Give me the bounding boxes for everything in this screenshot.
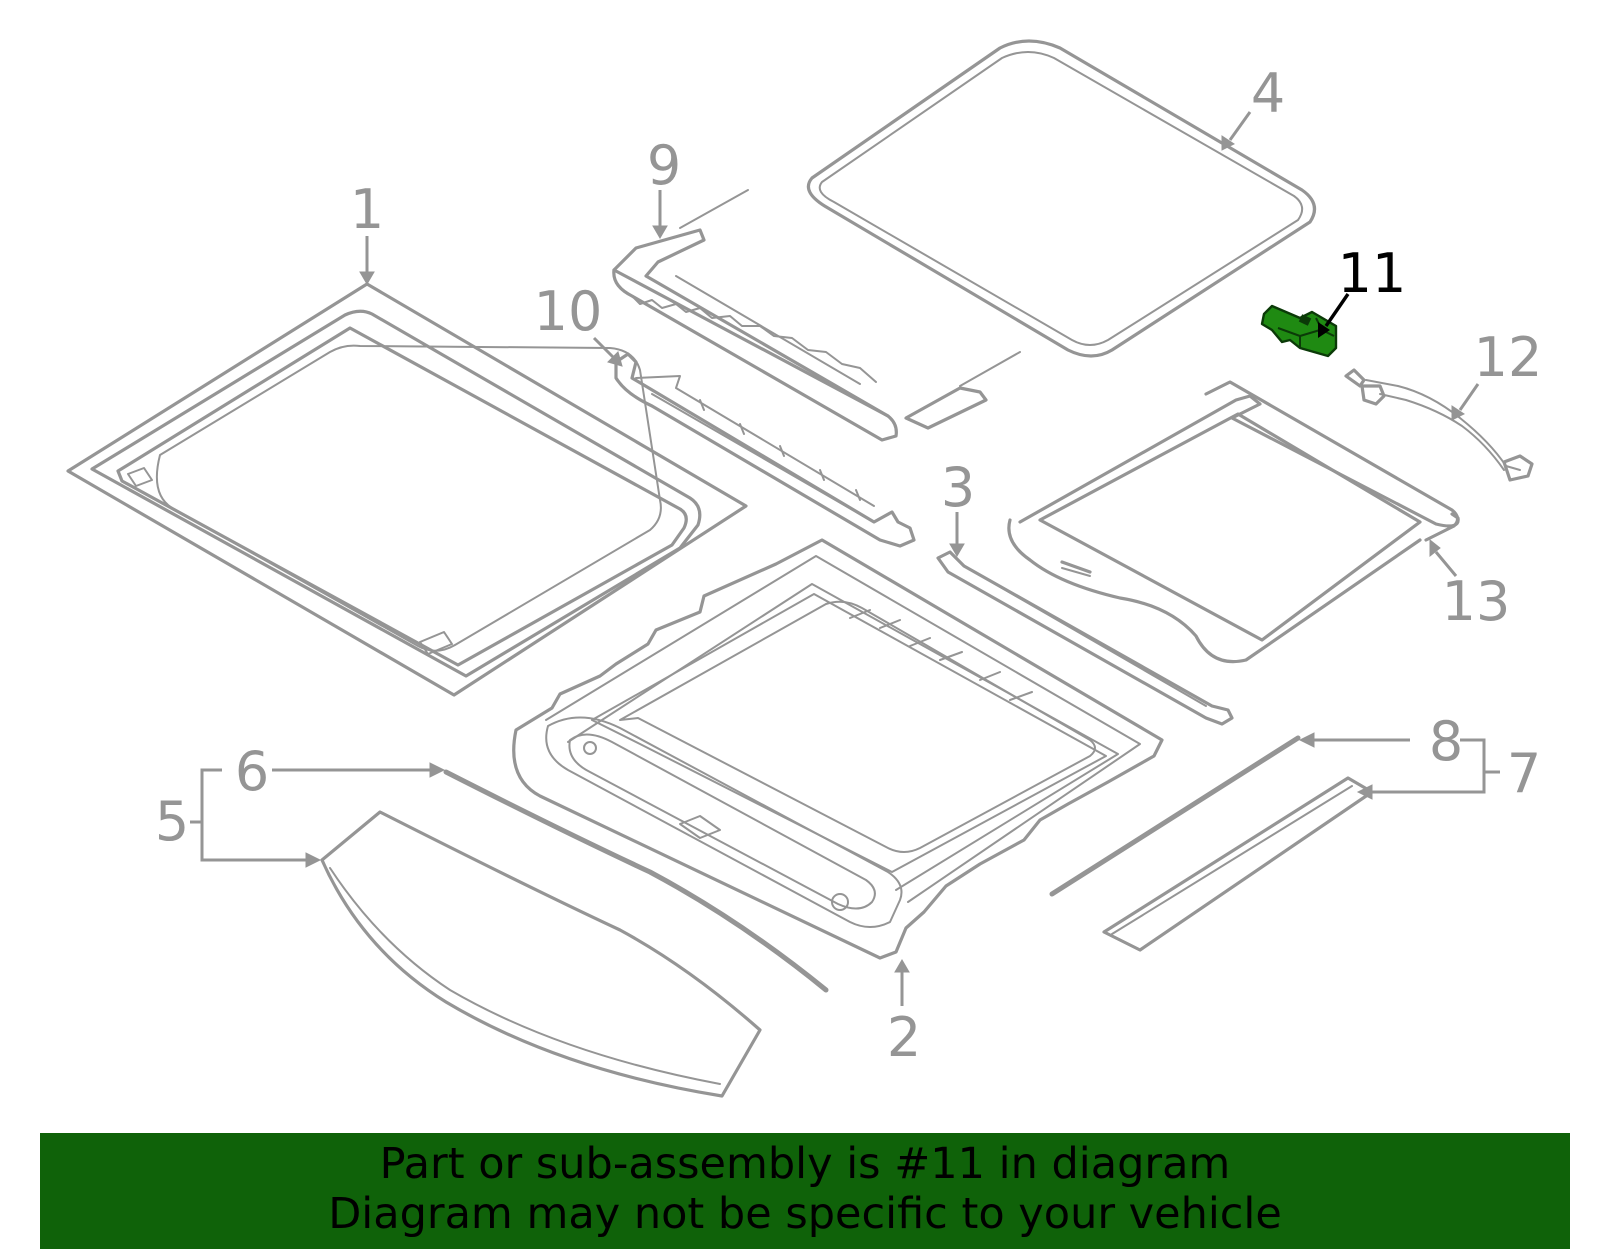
part-8-strip xyxy=(1049,735,1301,897)
part-7-trim xyxy=(1102,776,1374,952)
banner-line-1: Part or sub-assembly is #11 in diagram xyxy=(379,1139,1231,1189)
callout-10: 10 xyxy=(534,280,603,343)
part-3-strip xyxy=(936,550,1234,726)
callout-1: 1 xyxy=(350,178,384,241)
callout-6: 6 xyxy=(235,740,269,803)
leader-lines xyxy=(190,111,1500,1006)
callout-12: 12 xyxy=(1474,326,1543,389)
callout-2: 2 xyxy=(887,1006,921,1069)
callout-8: 8 xyxy=(1429,710,1463,773)
part-1-glass-panel xyxy=(66,282,748,697)
banner-line-2: Diagram may not be specific to your vehi… xyxy=(328,1189,1282,1239)
callout-5: 5 xyxy=(155,790,189,853)
part-10-rail xyxy=(614,352,916,548)
callout-13: 13 xyxy=(1442,570,1511,633)
part-6-strip xyxy=(443,769,829,993)
part-2-frame xyxy=(512,538,1164,960)
callout-9: 9 xyxy=(647,134,681,197)
callout-4: 4 xyxy=(1251,62,1285,125)
parts-diagram: 1 2 3 4 5 6 7 8 9 10 11 12 13 xyxy=(66,39,1543,1098)
callout-3: 3 xyxy=(941,456,975,519)
part-9-deflector xyxy=(612,189,1021,442)
part-12-harness xyxy=(1344,368,1534,482)
callout-7: 7 xyxy=(1507,742,1541,805)
info-banner: Part or sub-assembly is #11 in diagram D… xyxy=(40,1133,1570,1249)
part-13-sunshade xyxy=(1007,380,1460,664)
callout-labels: 1 2 3 4 5 6 7 8 9 10 11 12 13 xyxy=(155,62,1543,1069)
callout-11-highlighted: 11 xyxy=(1338,242,1407,305)
part-5-trim xyxy=(320,810,762,1098)
part-4-glass xyxy=(806,39,1317,358)
